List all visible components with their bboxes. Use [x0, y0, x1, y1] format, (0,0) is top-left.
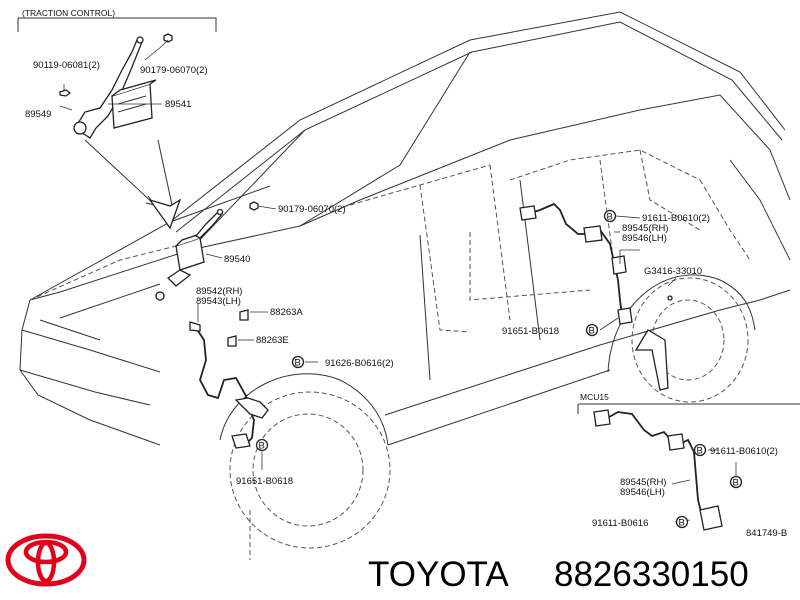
svg-text:B: B — [295, 358, 301, 369]
nut-icon — [163, 33, 173, 43]
label-88263A: 88263A — [270, 307, 303, 318]
label-89540: 89540 — [224, 254, 250, 265]
b-marker-front-91651: B — [255, 438, 269, 452]
bracket-bolt — [73, 121, 87, 135]
part-labels: 90119-06081(2) 90179-06070(2) 89549 8954… — [25, 60, 787, 539]
svg-text:B: B — [679, 518, 685, 529]
leader-lines — [59, 39, 737, 523]
rear-wheel — [631, 277, 749, 403]
diagram-ref: 841749-B — [746, 528, 787, 539]
label-89549: 89549 — [25, 109, 51, 120]
b-marker-mcu-91611c: B — [675, 515, 689, 529]
svg-text:B: B — [259, 441, 265, 452]
callout-arrows — [84, 139, 669, 391]
rear-sensor-parts — [519, 202, 673, 325]
b-marker-front-91626: B — [291, 355, 305, 369]
label-91611-B0616: 91611-B0616 — [592, 518, 648, 529]
bracket-bolt-top — [136, 36, 144, 44]
label-89545-rh-rear: 89545(RH) — [622, 223, 668, 234]
label-90179-06070-a: 90179-06070(2) — [140, 65, 208, 76]
label-88263E: 88263E — [256, 335, 289, 346]
label-91651-B0618-rear: 91651-B0618 — [502, 326, 559, 337]
rear-arrow — [634, 329, 669, 391]
bolt-icon — [59, 89, 72, 97]
part-number: 8826330150 — [554, 555, 749, 594]
clamp-88263A — [239, 309, 249, 321]
traction-control-inset: (TRACTION CONTROL) — [17, 8, 217, 139]
nut-icon-front — [249, 201, 259, 211]
svg-text:B: B — [697, 446, 703, 457]
b-marker-rear-91611: B — [603, 209, 617, 223]
label-89542-rh: 89542(RH) — [196, 286, 242, 297]
svg-text:B: B — [733, 478, 739, 489]
label-89545-rh-mcu: 89545(RH) — [620, 477, 666, 488]
label-91611-B0610-rear: 91611-B0610(2) — [642, 213, 710, 224]
label-G3416-33010: G3416-33010 — [644, 266, 702, 277]
vehicle-outline — [19, 11, 791, 446]
hidden-lines — [29, 149, 751, 333]
b-marker-mcu-91611b: B — [729, 475, 743, 489]
label-89546-lh-mcu: 89546(LH) — [620, 487, 665, 498]
brand-name: TOYOTA — [368, 555, 509, 594]
clamp-88263E — [227, 335, 237, 347]
inset-mcu15-title: MCU15 — [580, 392, 609, 402]
b-marker-mcu-91611: B — [693, 443, 707, 457]
label-90179-06070-b: 90179-06070(2) — [278, 204, 346, 215]
label-89543-lh: 89543(LH) — [196, 296, 241, 307]
label-89541: 89541 — [165, 99, 191, 110]
front-wheel — [229, 391, 391, 560]
label-89546-lh-rear: 89546(LH) — [622, 233, 667, 244]
bolt-markers: B B B B B B B — [255, 209, 743, 529]
toyota-logo — [5, 533, 87, 587]
label-91626-B0616: 91626-B0616(2) — [325, 358, 394, 369]
svg-text:B: B — [589, 326, 595, 337]
b-marker-rear-91651: B — [585, 323, 599, 337]
label-91651-B0618-front: 91651-B0618 — [236, 476, 293, 487]
label-90119-06081: 90119-06081(2) — [33, 60, 100, 71]
svg-text:B: B — [607, 212, 613, 223]
front-sensor-parts — [155, 201, 269, 449]
inset-traction-title: (TRACTION CONTROL) — [22, 8, 115, 18]
mcu15-inset: MCU15 — [577, 392, 800, 531]
label-91611-B0610-mcu: 91611-B0610(2) — [710, 446, 778, 457]
